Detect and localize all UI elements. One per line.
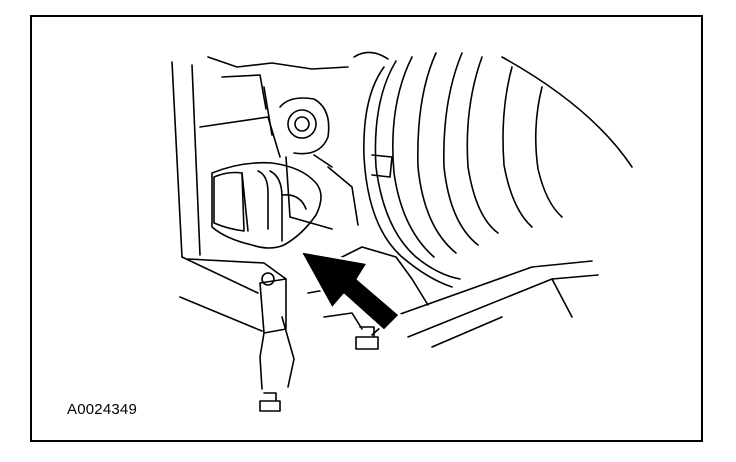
rubber-pad-ridge-1: [241, 172, 249, 232]
crossmember-edge: [323, 312, 363, 330]
housing-arc-2: [374, 60, 461, 280]
rubber-pad-ridge-2: [257, 170, 269, 230]
housing-arc-7: [502, 66, 533, 228]
bracket-leg: [281, 316, 295, 388]
rubber-pad-outline: [211, 161, 322, 249]
boss-outline: [279, 97, 330, 155]
bracket-lower-edge: [179, 296, 263, 332]
housing-arc-6: [466, 56, 499, 234]
crossmember-upper: [321, 246, 429, 306]
casting-slope: [327, 166, 359, 226]
housing-outer-right: [501, 56, 633, 168]
housing-rib-1: [221, 74, 267, 110]
figure-frame: A0024349: [30, 15, 703, 442]
housing-arc-4: [417, 52, 457, 254]
housing-top-lines: [207, 56, 349, 70]
subframe-rail-1: [391, 260, 593, 318]
casting-notch: [313, 154, 333, 168]
rubber-pad-front: [213, 171, 245, 232]
engine-illustration: [171, 51, 633, 412]
boss-hole-inner: [294, 116, 310, 132]
housing-left-inner: [191, 64, 201, 256]
housing-left-edge: [171, 61, 183, 258]
figure-id-label: A0024349: [67, 401, 138, 418]
lower-bolt-right: [355, 326, 379, 350]
housing-arc-5: [443, 52, 479, 246]
rubber-pad-lip: [281, 193, 307, 210]
housing-arc-8: [534, 86, 563, 218]
bracket-flange-top: [187, 258, 287, 280]
housing-arc-3: [392, 56, 435, 258]
subframe-rail-4: [431, 316, 503, 348]
housing-arc-1: [363, 66, 453, 288]
lower-bolt-left: [259, 392, 281, 412]
bracket-flange-face: [259, 278, 287, 334]
subframe-rail-3: [551, 278, 573, 318]
casting-rib-mid: [289, 216, 333, 230]
housing-bottom-left: [181, 256, 259, 294]
housing-flange: [353, 51, 389, 60]
casting-vertical: [285, 156, 291, 218]
bracket-leg-2: [259, 332, 265, 390]
boss-hole-outer: [287, 109, 317, 139]
bracket-hole: [261, 272, 275, 286]
rubber-pad-ridge-3: [269, 170, 283, 242]
housing-web: [199, 116, 281, 158]
pointer-arrow: [298, 249, 402, 333]
subframe-rail-2: [407, 274, 599, 338]
housing-tab: [371, 154, 393, 178]
